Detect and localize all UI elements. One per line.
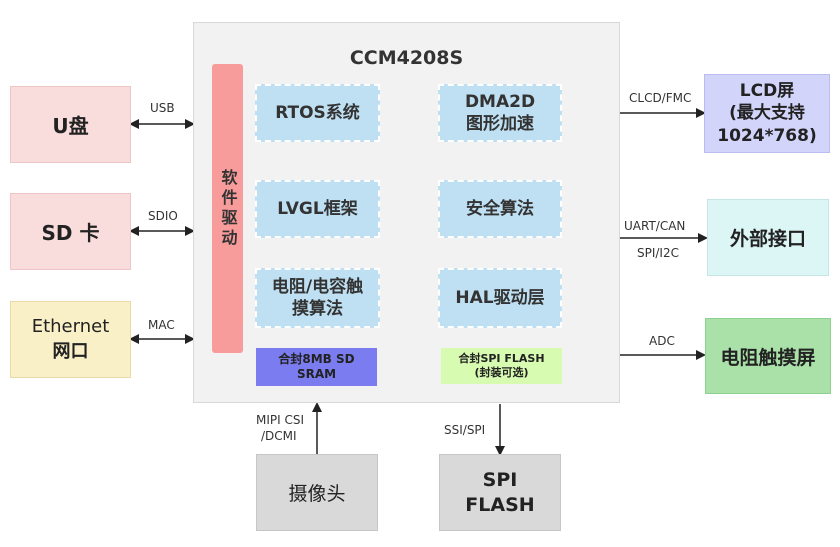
touchscreen-label: 电阻触摸屏 (720, 346, 816, 369)
mac-label: MAC (148, 318, 175, 332)
camera-box: 摄像头 (256, 454, 378, 531)
lcd-label-line2: (最大支持 (729, 103, 805, 124)
external-interface-box: 外部接口 (707, 199, 829, 276)
sdram-block: 合封8MB SD SRAM (256, 348, 377, 386)
camera-label: 摄像头 (288, 483, 346, 505)
touch-algorithm-module: 电阻/电容触 摸算法 (255, 268, 380, 328)
external-interface-label: 外部接口 (729, 228, 806, 250)
sdcard-label: SD 卡 (41, 221, 100, 245)
spiflash-chip-line1: 合封SPI FLASH (458, 352, 545, 366)
hal-module: HAL驱动层 (438, 268, 562, 328)
udisk-box: U盘 (10, 86, 131, 163)
dma2d-module: DMA2D 图形加速 (438, 84, 562, 142)
security-module: 安全算法 (438, 180, 562, 238)
lcd-label-line1: LCD屏 (739, 81, 795, 102)
uart-can-label: UART/CAN (624, 219, 686, 233)
touch-algorithm-line1: 电阻/电容触 (271, 276, 364, 297)
spiflash-chip-block: 合封SPI FLASH (封装可选) (441, 348, 562, 384)
lvgl-module: LVGL框架 (255, 180, 380, 238)
mipi-label-line2: /DCMI (261, 429, 297, 443)
spi-i2c-label: SPI/I2C (637, 246, 679, 260)
security-label: 安全算法 (466, 198, 534, 219)
ethernet-label-line1: Ethernet (31, 316, 110, 337)
dma2d-label-line1: DMA2D (464, 91, 536, 112)
mipi-label-line1: MIPI CSI (256, 413, 305, 427)
touchscreen-box: 电阻触摸屏 (705, 318, 831, 394)
spi-flash-label-line2: FLASH (465, 493, 535, 516)
usb-label: USB (150, 101, 175, 115)
dma2d-label-line2: 图形加速 (466, 114, 534, 134)
touch-algorithm-line2: 摸算法 (292, 299, 343, 319)
rtos-label: RTOS系统 (275, 102, 360, 123)
adc-label: ADC (649, 334, 675, 348)
hal-label: HAL驱动层 (455, 287, 545, 308)
rtos-module: RTOS系统 (255, 84, 380, 142)
software-driver-bar: 软件驱动 (212, 64, 243, 353)
ethernet-label-line2: 网口 (52, 341, 89, 362)
spi-flash-label-line1: SPI (482, 468, 518, 491)
chip-title: CCM4208S (349, 47, 464, 69)
spiflash-chip-line2: (封装可选) (474, 366, 529, 379)
lvgl-label: LVGL框架 (277, 198, 358, 219)
sdcard-box: SD 卡 (10, 193, 131, 270)
ethernet-box: Ethernet 网口 (10, 301, 131, 378)
udisk-label: U盘 (52, 114, 89, 138)
clcd-label: CLCD/FMC (629, 91, 692, 105)
sdram-label-line2: SRAM (296, 367, 337, 381)
ssi-spi-label: SSI/SPI (444, 423, 486, 437)
software-driver-label: 软件驱动 (218, 168, 238, 249)
lcd-box: LCD屏 (最大支持 1024*768) (704, 74, 830, 153)
spi-flash-box: SPI FLASH (439, 454, 561, 531)
lcd-label-line3: 1024*768) (717, 125, 817, 146)
sdio-label: SDIO (148, 209, 178, 223)
sdram-label-line1: 合封8MB SD (278, 352, 355, 366)
